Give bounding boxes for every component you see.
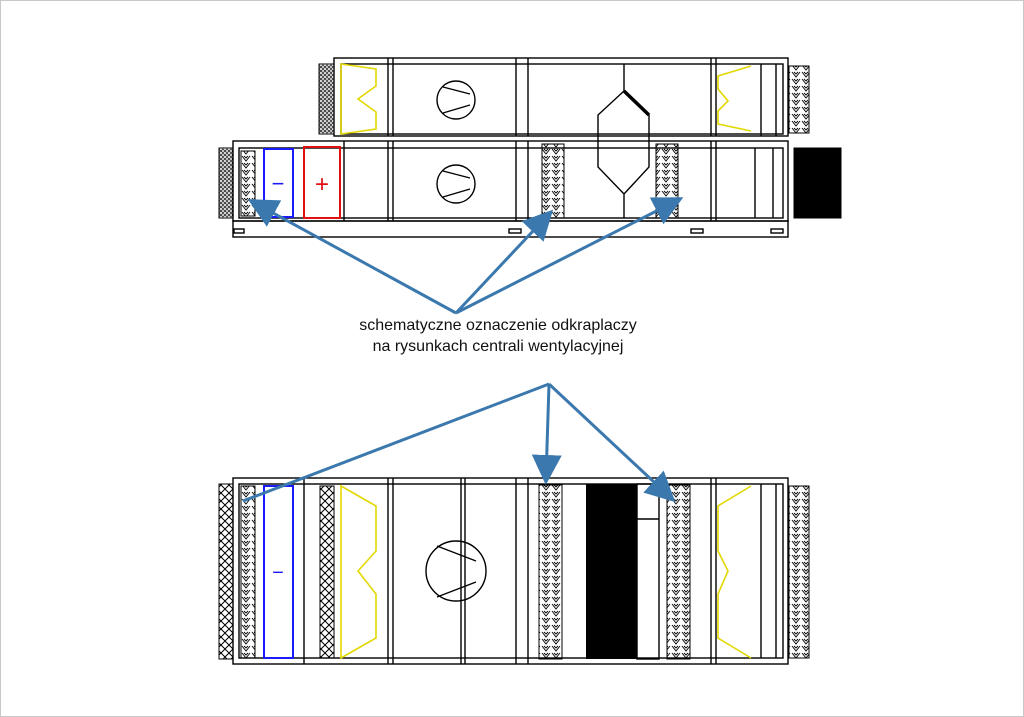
cooler-symbol: − bbox=[272, 562, 284, 584]
mixing-damper bbox=[218, 483, 234, 660]
bag-filter bbox=[340, 63, 377, 135]
plate-heat-exchanger-icon bbox=[597, 64, 651, 218]
droplet-eliminator bbox=[666, 484, 691, 660]
arrow bbox=[454, 209, 554, 315]
droplet-eliminator bbox=[538, 484, 563, 660]
silencer bbox=[793, 147, 842, 219]
bag-filter bbox=[340, 484, 377, 660]
bottom-unit: − bbox=[218, 477, 810, 665]
arrow bbox=[547, 382, 676, 503]
caption-line-2: na rysunkach centrali wentylacyjnej bbox=[372, 338, 624, 355]
fan-icon bbox=[425, 540, 487, 602]
fan-icon bbox=[436, 164, 476, 204]
top-unit-lower-deck: − + bbox=[218, 140, 842, 238]
pointer-arrows bbox=[242, 197, 684, 503]
arrow bbox=[247, 199, 457, 315]
exhaust-louver bbox=[788, 485, 810, 659]
droplet-eliminator bbox=[541, 143, 565, 219]
caption-line-1: schematyczne oznaczenie odkraplaczy bbox=[359, 317, 637, 334]
heater-coil bbox=[303, 146, 341, 219]
droplet-eliminator bbox=[240, 485, 256, 659]
cooling-coil-block bbox=[586, 484, 637, 659]
intake-louver bbox=[218, 147, 234, 219]
exhaust-louver bbox=[788, 65, 810, 134]
bag-filter bbox=[717, 65, 752, 132]
top-unit-upper-deck bbox=[318, 57, 810, 137]
arrow bbox=[455, 197, 684, 315]
arrow bbox=[242, 382, 550, 503]
fan-icon bbox=[436, 80, 476, 120]
heater-symbol: + bbox=[315, 171, 329, 198]
arrow bbox=[531, 383, 562, 485]
droplet-eliminator bbox=[240, 150, 256, 217]
intake-louver bbox=[318, 63, 335, 135]
bag-filter bbox=[717, 485, 752, 659]
pre-filter bbox=[319, 485, 335, 659]
cooler-symbol: − bbox=[272, 171, 285, 196]
